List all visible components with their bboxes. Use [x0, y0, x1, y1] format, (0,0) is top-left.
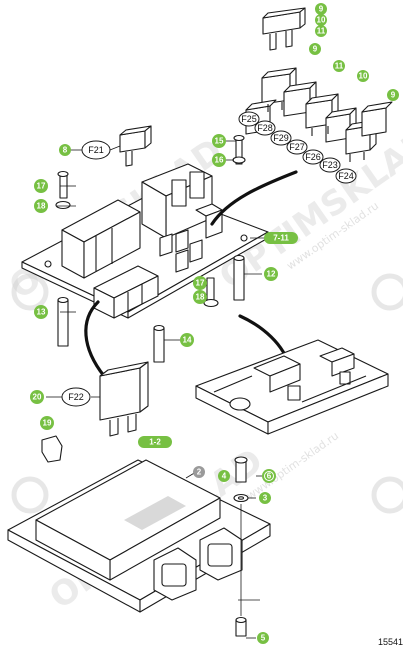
fuse-label: F24	[338, 171, 354, 181]
callout-label: 10	[359, 72, 368, 81]
callout-label: 16	[215, 156, 224, 165]
fuse-board	[21, 163, 269, 319]
callout-label: 15	[215, 137, 224, 146]
board-fasteners	[55, 134, 246, 363]
callout-label: 4	[222, 472, 227, 481]
callout-label: 17	[196, 279, 205, 288]
fuse-label: F23	[322, 160, 338, 170]
callout-label: 12	[267, 270, 276, 279]
fuse-f22	[99, 361, 149, 437]
fuse-label: F29	[273, 133, 289, 143]
fuse-label: F22	[68, 392, 84, 402]
callout-label: 11	[317, 27, 326, 36]
fuse-row	[245, 67, 393, 162]
circuit-board-lower	[195, 339, 389, 435]
watermark-ring	[11, 476, 49, 514]
spare-fuse-top	[262, 7, 306, 51]
leader-lines	[46, 140, 268, 639]
callout-label: 2	[197, 468, 202, 477]
callout-label: 1-2	[149, 438, 161, 447]
fuse-label: F28	[257, 123, 273, 133]
callout-label: 13	[37, 308, 46, 317]
fuse-label: F27	[289, 142, 305, 152]
fuse-f21	[119, 125, 152, 167]
callout-label: 18	[196, 293, 205, 302]
watermark-ring	[371, 476, 403, 514]
callout-label: 14	[183, 336, 192, 345]
callout-label: 10	[317, 16, 326, 25]
fuse-labels: F21 F22 F23 F24 F25 F26 F27 F28 F29	[61, 111, 357, 407]
callout-label: 9	[319, 5, 324, 14]
callout-label: 7-11	[273, 234, 289, 243]
leader-curve	[210, 170, 298, 226]
fuse-label: F21	[88, 145, 104, 155]
callout-label: 9	[313, 45, 318, 54]
callouts: 9 10 11 9 11 10 9 8 15 16 17 18 7-11 17 …	[30, 3, 399, 644]
fuse-label: F26	[305, 152, 321, 162]
callout-label: 9	[391, 91, 396, 100]
callout-label: 6	[267, 472, 272, 481]
callout-label: 3	[263, 494, 268, 503]
reference-number: 15541	[377, 637, 403, 647]
clip-part	[41, 435, 63, 463]
callout-label: 17	[37, 182, 46, 191]
callout-label: 18	[37, 202, 46, 211]
watermark-ring	[371, 273, 403, 311]
screw-assembly	[233, 456, 264, 637]
callout-label: 8	[63, 146, 68, 155]
fuse-label: F25	[241, 114, 257, 124]
watermark-ring	[11, 273, 49, 311]
callout-label: 20	[33, 393, 42, 402]
callout-label: 5	[261, 634, 266, 643]
leader-curve	[84, 300, 106, 378]
callout-label: 11	[335, 62, 344, 71]
control-unit-housing	[7, 459, 271, 613]
callout-label: 19	[43, 419, 52, 428]
